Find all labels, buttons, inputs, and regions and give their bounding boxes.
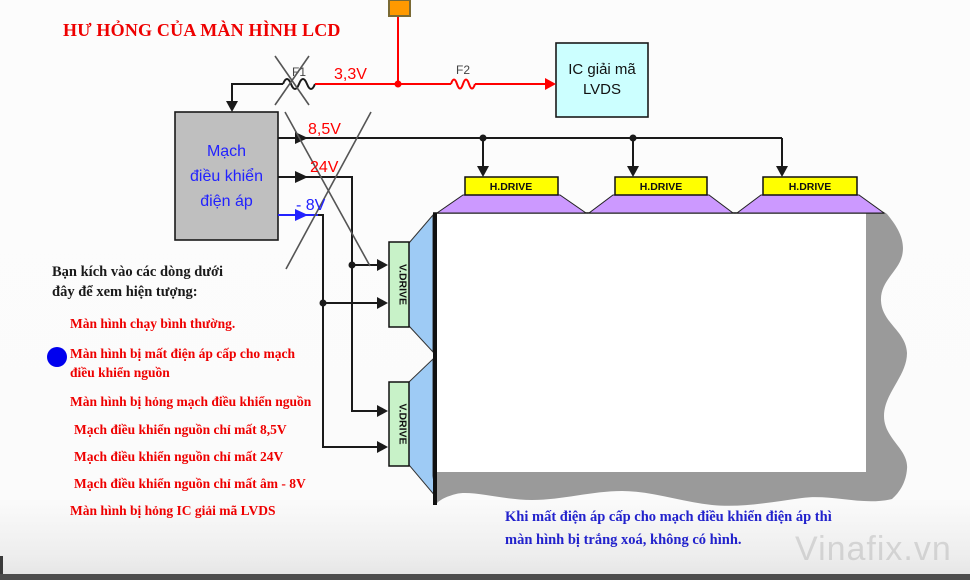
vdrive-connectors [408,213,437,499]
hdrive-box-3: H.DRIVE [762,176,858,196]
hdrive-box-3-label: H.DRIVE [789,181,832,193]
vdrive-box-1: V.DRIVE [388,241,410,328]
x-mark-voltage-lines [284,111,372,270]
menu-intro: Bạn kích vào các dòng dưới đây để xem hi… [52,262,223,302]
label-minus8v: - 8V [296,197,326,214]
selected-item-dot [47,347,67,367]
menu-item-lost-85v[interactable]: Mạch điều khiển nguồn chỉ mất 8,5V [74,422,287,437]
lvds-decoder-box-label: IC giải mã LVDS [556,43,648,117]
voltage-controller-box-label: Mạch điều khiển điện áp [175,112,278,240]
label-33v: 3,3V [334,66,367,83]
vdrive-box-2: V.DRIVE [388,381,410,467]
ctrl-box-line3: điện áp [200,192,253,210]
menu-item-lost-supply-voltage[interactable]: Màn hình bị mất điện áp cấp cho mạch điề… [70,346,296,380]
fuse-f2-label: F2 [456,63,470,77]
menu-item-lost-24v[interactable]: Mạch điều khiển nguồn chỉ mất 24V [74,449,284,464]
ctrl-box-line1: Mạch [206,142,247,160]
hdrive-box-2: H.DRIVE [614,176,708,196]
explanation-note: Khi mất điện áp cấp cho mạch điều khiển … [505,506,832,552]
hdrive-box-1: H.DRIVE [464,176,559,196]
menu-intro-line2: đây để xem hiện tượng: [52,284,198,300]
menu-intro-line1: Bạn kích vào các dòng dưới [52,264,224,280]
fuse-f1 [282,78,316,90]
explanation-note-line2: màn hình bị trắng xoá, không có hình. [505,532,742,548]
hdrive-connectors [435,194,886,214]
label-85v: 8,5V [308,121,341,138]
menu-item-broken-lvds-ic[interactable]: Màn hình bị hỏng IC giải mã LVDS [70,503,276,518]
vdrive-box-2-label: V.DRIVE [397,403,409,444]
power-source-square [388,0,411,17]
hdrive-box-1-label: H.DRIVE [490,181,533,193]
vinafix-watermark: Vinafix.vn [795,530,952,568]
panel-shadow-torn-paper [437,210,908,506]
ctrl-box-line2: điều khiển [190,167,263,185]
explanation-note-line1: Khi mất điện áp cấp cho mạch điều khiển … [505,509,832,525]
label-24v: 24V [310,159,339,176]
ic-box-line2: LVDS [582,81,622,98]
vdrive-box-1-label: V.DRIVE [397,264,409,305]
red-junction-dot [394,80,402,88]
arrowheads [226,101,788,453]
red-33v-wires [315,16,549,90]
black-wires [231,83,783,448]
x-mark-fuse-f1 [274,55,310,106]
menu-item-broken-power-controller[interactable]: Màn hình bị hỏng mạch điều khiển nguồn [70,394,312,409]
junction-dots [319,134,637,307]
bottom-bar [0,574,970,580]
lvds-decoder-box [555,42,649,118]
hdrive-box-2-label: H.DRIVE [640,181,683,193]
menu-item-normal-screen[interactable]: Màn hình chạy bình thường. [70,316,236,331]
menu-item-lost-minus8v[interactable]: Mạch điều khiển nguồn chỉ mất âm - 8V [74,476,306,491]
left-edge-strip [0,556,3,580]
lcd-screen-panel [437,213,866,472]
ic-box-line1: IC giải mã [568,61,636,78]
page-title: HƯ HỎNG CỦA MÀN HÌNH LCD [63,20,341,40]
red-arrowhead-ic [545,78,556,90]
